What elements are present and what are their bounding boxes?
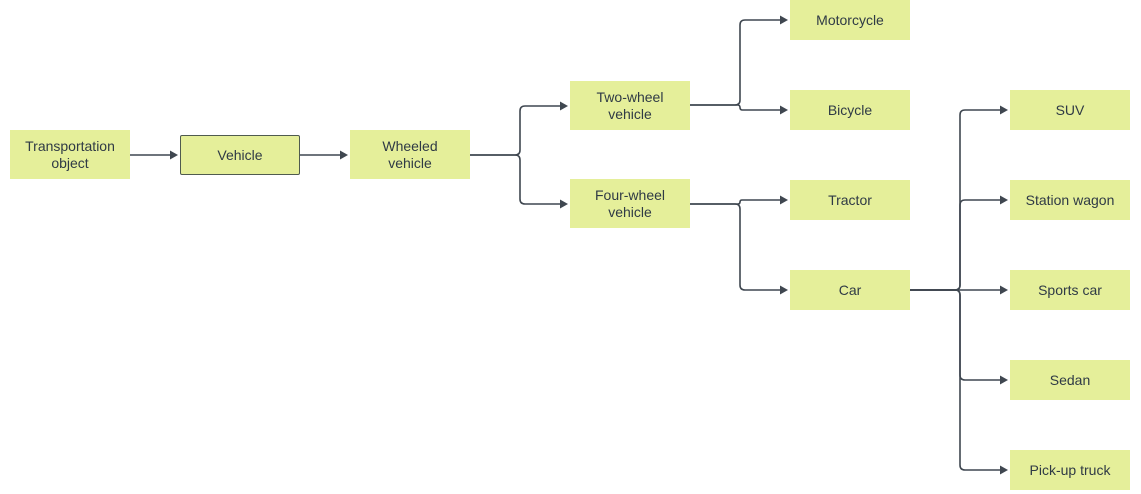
edge-vehicle-to-wheeled-arrowhead [340, 150, 348, 160]
edge-car-to-station-wagon [910, 199, 1006, 291]
node-label: Bicycle [827, 101, 873, 118]
node-label: Four-wheel vehicle [594, 186, 666, 220]
node-label: Pick-up truck [1029, 461, 1111, 478]
edge-car-to-pickup-truck-arrowhead [1000, 465, 1008, 475]
node-label: Sedan [1049, 371, 1091, 388]
edge-two-wheel-to-motorcycle [690, 19, 786, 106]
edge-four-wheel-to-car-arrowhead [780, 285, 788, 295]
edge-car-to-pickup-truck [910, 289, 1006, 471]
edge-wheeled-to-four-wheel [470, 154, 566, 205]
edge-two-wheel-to-bicycle-arrowhead [780, 105, 788, 115]
edge-car-to-station-wagon-arrowhead [1000, 195, 1008, 205]
node-station-wagon[interactable]: Station wagon [1010, 180, 1130, 220]
edge-transportation-to-vehicle-arrowhead [170, 150, 178, 160]
node-sports-car[interactable]: Sports car [1010, 270, 1130, 310]
node-label: Station wagon [1025, 191, 1115, 208]
node-label: Wheeled vehicle [382, 137, 438, 171]
node-four-wheel-vehicle[interactable]: Four-wheel vehicle [570, 179, 690, 228]
node-transportation-object[interactable]: Transportation object [10, 130, 130, 179]
node-label: Sports car [1038, 281, 1102, 298]
node-tractor[interactable]: Tractor [790, 180, 910, 220]
edge-four-wheel-to-tractor [690, 199, 786, 205]
node-sedan[interactable]: Sedan [1010, 360, 1130, 400]
node-label: Motorcycle [816, 11, 884, 28]
node-label: Car [838, 281, 862, 298]
edge-wheeled-to-two-wheel [470, 105, 566, 156]
node-suv[interactable]: SUV [1010, 90, 1130, 130]
edge-four-wheel-to-car [690, 203, 786, 291]
node-label: SUV [1055, 101, 1085, 118]
node-car[interactable]: Car [790, 270, 910, 310]
edge-wheeled-to-two-wheel-arrowhead [560, 101, 568, 111]
edge-four-wheel-to-tractor-arrowhead [780, 195, 788, 205]
edge-car-to-sports-car-arrowhead [1000, 285, 1008, 295]
node-vehicle[interactable]: Vehicle [180, 135, 300, 175]
edge-car-to-suv-arrowhead [1000, 105, 1008, 115]
node-bicycle[interactable]: Bicycle [790, 90, 910, 130]
edge-car-to-sedan [910, 289, 1006, 381]
edge-two-wheel-to-motorcycle-arrowhead [780, 15, 788, 25]
edge-two-wheel-to-bicycle [690, 104, 786, 111]
edge-car-to-sedan-arrowhead [1000, 375, 1008, 385]
node-wheeled-vehicle[interactable]: Wheeled vehicle [350, 130, 470, 179]
node-label: Tractor [828, 191, 872, 208]
node-label: Two-wheel vehicle [596, 88, 664, 122]
node-label: Vehicle [217, 146, 263, 163]
node-pickup-truck[interactable]: Pick-up truck [1010, 450, 1130, 490]
node-two-wheel-vehicle[interactable]: Two-wheel vehicle [570, 81, 690, 130]
edge-wheeled-to-four-wheel-arrowhead [560, 199, 568, 209]
node-label: Transportation object [25, 137, 115, 171]
node-motorcycle[interactable]: Motorcycle [790, 0, 910, 40]
